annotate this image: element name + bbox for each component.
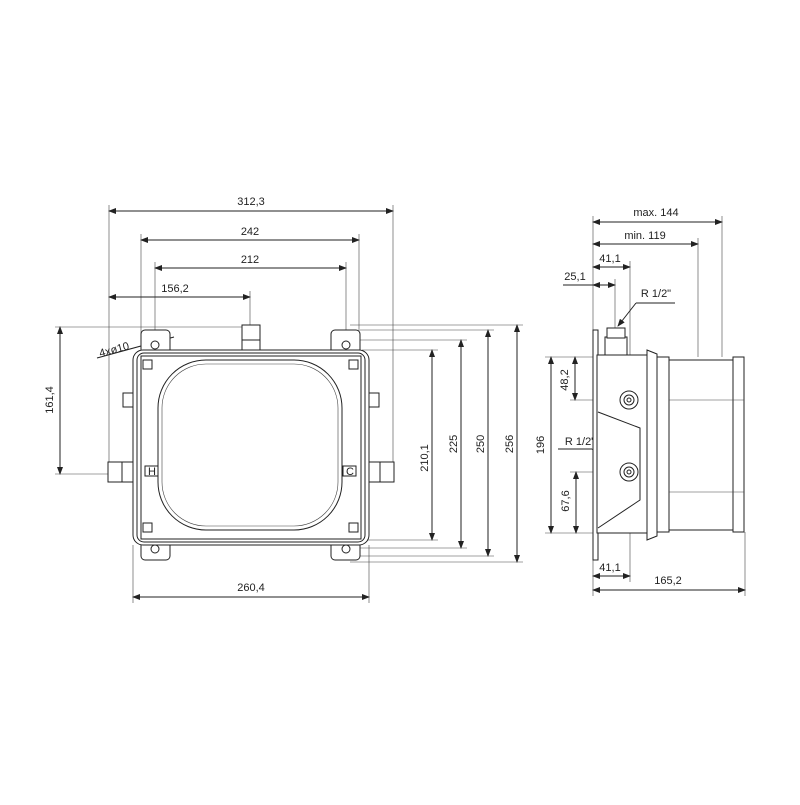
side-dimension-lines — [548, 219, 746, 593]
dim-67-6: 67,6 — [560, 490, 572, 511]
side-view: max. 144 min. 119 41,1 25,1 R 1/2" 196 4… — [535, 207, 746, 596]
dim-161-4: 161,4 — [44, 386, 56, 414]
dim-260-4: 260,4 — [237, 582, 265, 594]
dim-41-1-bottom: 41,1 — [599, 562, 620, 574]
dim-48-2: 48,2 — [559, 369, 571, 390]
front-dimension-lines — [57, 208, 520, 600]
dim-250: 250 — [475, 435, 487, 453]
valve-box — [596, 354, 648, 534]
dim-210-1: 210,1 — [419, 444, 431, 472]
dim-min-119: min. 119 — [624, 230, 665, 242]
fitting-lower — [619, 462, 639, 482]
front-dimension-labels: 312,3 242 212 156,2 161,4 4xø10 210,1 22… — [44, 196, 516, 594]
thread-label-side: R 1/2" — [565, 436, 595, 448]
cover-body — [668, 359, 735, 531]
fitting-upper — [619, 390, 639, 410]
dim-165-2: 165,2 — [654, 575, 682, 587]
front-body: H C — [107, 324, 395, 561]
dim-156-2: 156,2 — [161, 283, 189, 295]
top-connector-side — [604, 336, 628, 356]
front-view: 312,3 242 212 156,2 161,4 4xø10 210,1 22… — [44, 196, 523, 603]
side-tab — [122, 392, 135, 408]
top-connector — [241, 324, 261, 351]
dim-242: 242 — [241, 226, 259, 238]
thread-label-top: R 1/2" — [641, 288, 671, 300]
dim-256: 256 — [504, 435, 516, 453]
side-body — [592, 327, 745, 561]
dim-25-1: 25,1 — [564, 271, 585, 283]
cold-connector — [367, 461, 395, 483]
dim-hole-diameter: 4xø10 — [98, 340, 131, 360]
housing-outer — [132, 349, 370, 546]
inner-opening — [157, 359, 343, 531]
dim-212: 212 — [241, 254, 259, 266]
dim-225: 225 — [448, 435, 460, 453]
dim-41-1-top: 41,1 — [599, 253, 620, 265]
front-extension-lines — [55, 205, 523, 603]
screws — [142, 359, 359, 533]
dim-max-144: max. 144 — [633, 207, 678, 219]
dim-196: 196 — [535, 436, 547, 454]
hot-label: H — [148, 466, 156, 478]
side-tab — [367, 392, 380, 408]
mount-holes — [150, 340, 351, 554]
cold-label: C — [346, 466, 354, 478]
side-dimension-labels: max. 144 min. 119 41,1 25,1 R 1/2" 196 4… — [535, 207, 682, 587]
dim-312-3: 312,3 — [237, 196, 265, 208]
hot-connector — [107, 461, 135, 483]
bezel — [646, 349, 658, 541]
